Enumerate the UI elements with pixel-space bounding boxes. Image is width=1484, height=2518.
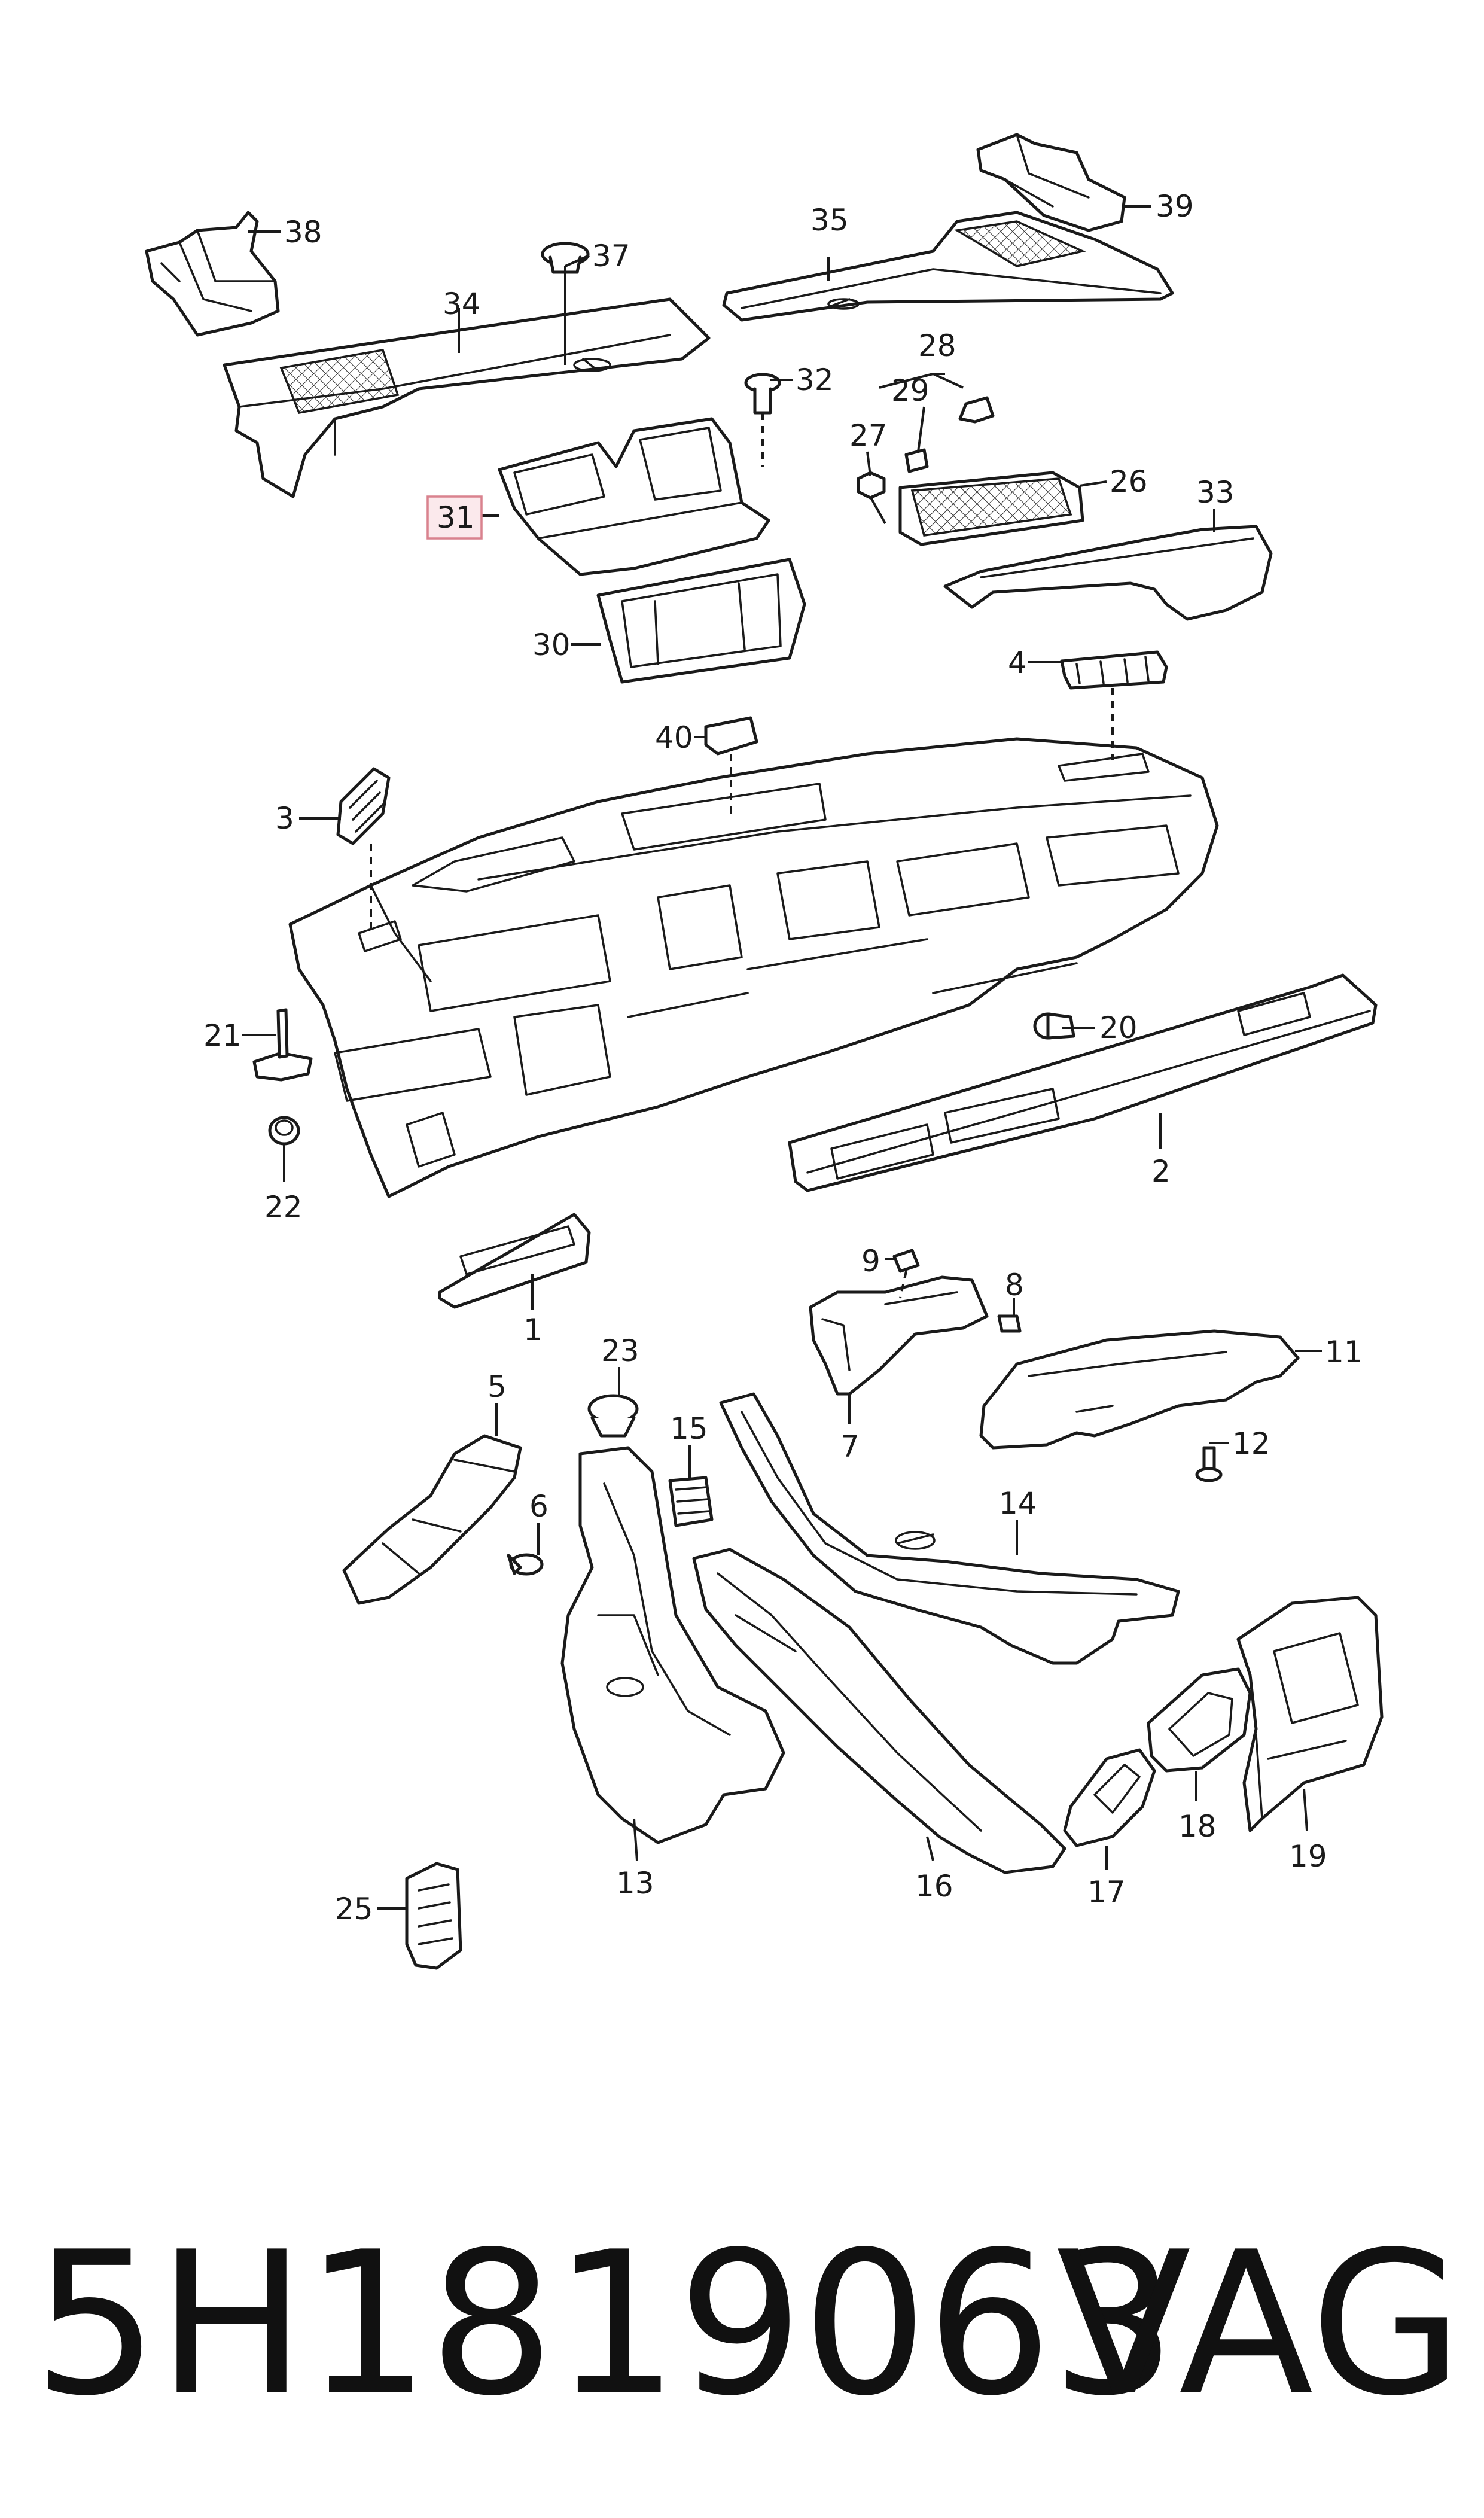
part-23-clip — [587, 1394, 639, 1438]
part-2-vent-duct — [788, 973, 1378, 1192]
callout-22: 22 — [264, 1190, 303, 1225]
callout-7: 7 — [840, 1429, 860, 1464]
part-8-screw — [997, 1314, 1022, 1333]
part-4-vent — [1060, 650, 1168, 690]
part-15-seal — [668, 1476, 714, 1527]
part-3-vent — [336, 767, 391, 845]
callout-13: 13 — [616, 1866, 654, 1901]
callout-35: 35 — [810, 203, 849, 238]
part-33-trim-strip — [943, 525, 1273, 621]
callout-25: 25 — [335, 1892, 373, 1926]
part-9-clip — [892, 1249, 920, 1273]
callout-6: 6 — [529, 1489, 548, 1524]
part-number: 5H1819063 — [33, 2209, 1177, 2439]
part-34-cowl-panel-left — [223, 297, 711, 498]
callout-29: 29 — [891, 373, 930, 408]
callout-27: 27 — [849, 418, 888, 453]
part-29-sensor-small — [904, 448, 929, 473]
part-30-vent-frame — [596, 558, 806, 684]
part-18-vent — [1147, 1667, 1252, 1773]
callout-1: 1 — [523, 1313, 543, 1347]
callout-33: 33 — [1196, 475, 1235, 510]
part-35-cowl-panel-right — [722, 211, 1174, 322]
part-20-plug — [1033, 1012, 1075, 1040]
part-1-vent — [438, 1213, 591, 1309]
leader-lines — [242, 205, 1322, 1910]
part-31-air-intake-housing — [498, 417, 770, 576]
callout-4: 4 — [1008, 646, 1027, 680]
part-12-pin — [1195, 1446, 1223, 1482]
callout-9: 9 — [861, 1244, 880, 1278]
part-40-sensor — [704, 716, 758, 756]
part-17-vent — [1063, 1748, 1156, 1847]
callout-16: 16 — [915, 1869, 953, 1904]
callout-30: 30 — [532, 628, 571, 662]
part-39-cowl-bracket-right — [976, 133, 1126, 232]
part-16-duct — [692, 1548, 1066, 1874]
part-14-duct — [719, 1392, 1180, 1665]
callout-21: 21 — [203, 1018, 242, 1053]
callout-28: 28 — [918, 328, 956, 363]
part-13-duct — [560, 1446, 785, 1844]
callout-39: 39 — [1156, 189, 1194, 224]
part-37-clip — [541, 242, 590, 274]
callout-31: 31 — [437, 500, 475, 535]
callout-40: 40 — [655, 720, 693, 755]
callout-17: 17 — [1087, 1875, 1126, 1910]
callout-labels: 38 37 34 35 39 32 28 29 27 26 33 31 30 4… — [203, 189, 1363, 1926]
callout-14: 14 — [999, 1486, 1037, 1521]
callout-11: 11 — [1325, 1335, 1363, 1369]
callout-37: 37 — [592, 239, 630, 273]
part-19-console-panel — [1236, 1596, 1384, 1832]
callout-12: 12 — [1232, 1426, 1270, 1461]
part-22-grommet — [268, 1116, 300, 1146]
callout-5: 5 — [487, 1369, 507, 1404]
callout-26: 26 — [1110, 464, 1148, 499]
part-26-grille — [898, 471, 1084, 546]
callout-8: 8 — [1005, 1268, 1024, 1302]
callout-20: 20 — [1099, 1010, 1138, 1045]
callout-32: 32 — [796, 363, 834, 397]
callout-23: 23 — [601, 1333, 639, 1368]
callout-2: 2 — [1151, 1154, 1171, 1189]
callout-34: 34 — [443, 287, 481, 321]
dashboard-main-body — [288, 737, 1219, 1198]
brand-name: VAG — [1056, 2209, 1463, 2439]
callout-15: 15 — [670, 1411, 708, 1446]
part-25-vent — [405, 1862, 462, 1970]
part-28-sensor — [958, 396, 995, 424]
part-38-cowl-bracket-left — [145, 211, 280, 337]
part-7-bracket — [809, 1275, 989, 1396]
part-11-shield — [979, 1329, 1300, 1450]
part-6-fastener — [507, 1553, 544, 1576]
callout-19: 19 — [1289, 1839, 1327, 1874]
callout-31-highlight — [426, 495, 483, 540]
callout-3: 3 — [275, 801, 294, 836]
callout-38: 38 — [284, 215, 322, 249]
part-21-adjuster — [252, 1008, 313, 1082]
part-27-nut — [857, 471, 886, 500]
callout-18: 18 — [1178, 1809, 1217, 1844]
part-5-duct — [342, 1434, 522, 1605]
